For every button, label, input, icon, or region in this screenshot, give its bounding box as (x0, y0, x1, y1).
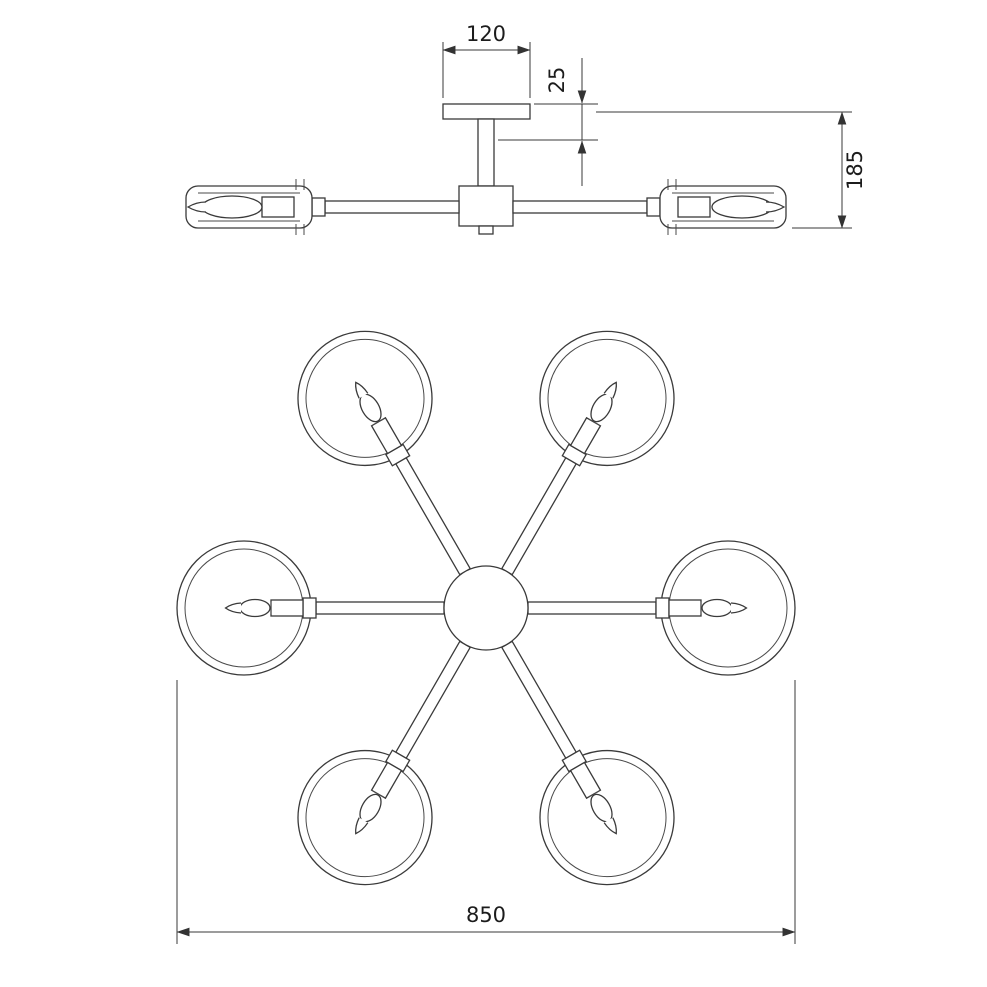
right-socket (677, 196, 711, 218)
arm-bar (527, 601, 657, 615)
right-bulb (711, 195, 773, 219)
side-view (185, 103, 787, 235)
right-arm (512, 200, 648, 214)
canopy-plate (442, 103, 531, 120)
dimension-diameter: 850 (176, 680, 796, 944)
left-bulb-tip (186, 201, 207, 213)
left-shade-side (185, 179, 313, 235)
diameter-label: 850 (466, 903, 506, 927)
plan-view (176, 306, 796, 910)
mount-height-label: 25 (545, 67, 569, 94)
fixture-height-label: 185 (843, 150, 867, 190)
dimension-fixture-height: 185 (596, 111, 867, 229)
bulb-tip (730, 602, 748, 614)
right-bulb-tip (765, 201, 786, 213)
bulb-socket (668, 599, 702, 617)
right-shade-side (659, 179, 787, 235)
bulb-body (701, 598, 733, 618)
plan-central-hub (443, 565, 529, 651)
left-bulb (201, 195, 263, 219)
stem (477, 118, 495, 187)
plan-arm-assembly (527, 540, 796, 676)
mount-width-label: 120 (466, 22, 506, 46)
central-hub (458, 185, 514, 227)
dimension-mount-width: 120 (442, 22, 531, 98)
arm-connector (655, 597, 670, 619)
hub-nub (478, 225, 494, 235)
left-arm (324, 200, 460, 214)
dimension-mount-height: 25 (498, 58, 598, 186)
right-arm-connector (646, 197, 661, 217)
left-socket (261, 196, 295, 218)
left-arm-connector (311, 197, 326, 217)
